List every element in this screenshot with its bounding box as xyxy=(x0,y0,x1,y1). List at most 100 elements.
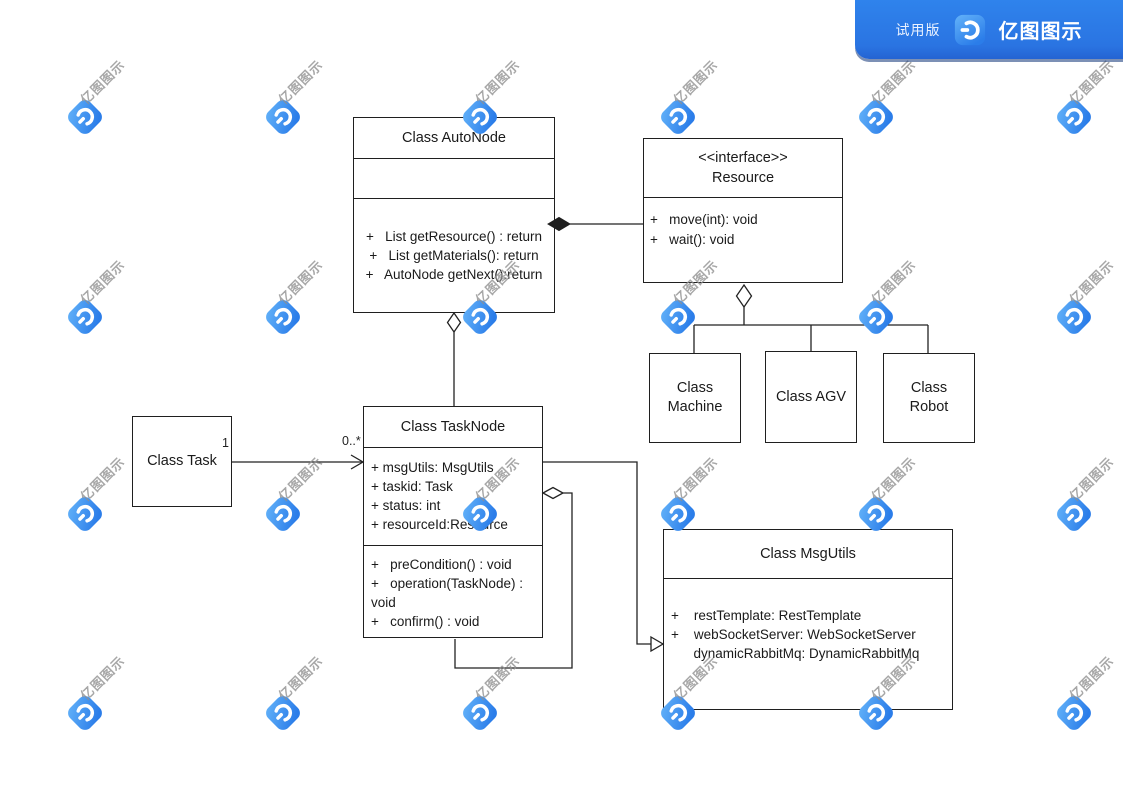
watermark: 亿图图示 xyxy=(462,653,523,731)
aggregation-diamond-icon xyxy=(446,311,462,334)
watermark: 亿图图示 xyxy=(660,454,721,532)
attribute-line: + taskid: Task xyxy=(371,479,453,494)
method-line: + wait(): void xyxy=(650,231,735,247)
attributes-section: + restTemplate: RestTemplate + webSocket… xyxy=(664,578,952,709)
watermark-text: 亿图图示 xyxy=(868,454,919,505)
class-box-task[interactable]: Class Task xyxy=(132,416,232,507)
watermark-text: 亿图图示 xyxy=(1066,653,1117,704)
edraw-logo-icon xyxy=(1057,497,1091,531)
watermark-text: 亿图图示 xyxy=(1066,257,1117,308)
watermark: 亿图图示 xyxy=(265,57,326,135)
class-box-msgutils[interactable]: Class MsgUtils + restTemplate: RestTempl… xyxy=(663,529,953,710)
watermark-text: 亿图图示 xyxy=(77,57,128,108)
interface-name: Resource xyxy=(711,170,775,186)
method-line: + List getMaterials(): return xyxy=(369,248,539,263)
class-box-resource[interactable]: <<interface>> Resource + move(int): void… xyxy=(643,138,843,283)
edraw-logo-icon xyxy=(1057,696,1091,730)
watermark: 亿图图示 xyxy=(660,257,721,335)
edraw-logo-icon xyxy=(661,300,695,334)
class-title: Class Machine xyxy=(667,380,723,415)
class-box-agv[interactable]: Class AGV xyxy=(765,351,857,443)
method-line: + operation(TaskNode) : xyxy=(371,576,523,591)
class-title: Class Task xyxy=(147,453,217,469)
watermark-text: 亿图图示 xyxy=(275,454,326,505)
watermark-text: 亿图图示 xyxy=(868,57,919,108)
class-title: Class MsgUtils xyxy=(760,546,856,562)
edge-resource-implementations xyxy=(693,307,929,353)
watermark: 亿图图示 xyxy=(67,653,128,731)
edge-tasknode-msgutils xyxy=(543,461,651,645)
aggregation-diamond-icon xyxy=(541,486,565,500)
watermark-text: 亿图图示 xyxy=(670,454,721,505)
watermark: 亿图图示 xyxy=(67,57,128,135)
method-line: + preCondition() : void xyxy=(371,557,512,572)
edraw-logo-icon xyxy=(68,300,102,334)
watermark-text: 亿图图示 xyxy=(275,57,326,108)
method-line: + confirm() : void xyxy=(371,614,480,629)
attribute-line: dynamicRabbitMq: DynamicRabbitMq xyxy=(671,646,920,661)
attribute-line: + restTemplate: RestTemplate xyxy=(671,608,862,623)
trial-badge[interactable]: 试用版 亿图图示 xyxy=(855,0,1123,59)
edraw-logo-icon xyxy=(68,696,102,730)
watermark-text: 亿图图示 xyxy=(1066,57,1117,108)
multiplicity-label-tasknode: 0..* xyxy=(342,434,361,448)
methods-section: + preCondition() : void + operation(Task… xyxy=(364,545,542,637)
watermark: 亿图图示 xyxy=(858,257,919,335)
watermark-text: 亿图图示 xyxy=(472,57,523,108)
watermark-text: 亿图图示 xyxy=(1066,454,1117,505)
trial-version-label: 试用版 xyxy=(895,21,941,38)
class-title: Class AutoNode xyxy=(402,130,506,146)
multiplicity-label-task: 1 xyxy=(222,436,229,450)
class-title: Class TaskNode xyxy=(400,419,506,435)
method-line: + AutoNode getNext():return xyxy=(365,267,543,282)
class-title: Class Robot xyxy=(909,380,949,415)
watermark: 亿图图示 xyxy=(1056,454,1117,532)
class-box-tasknode[interactable]: Class TaskNode + msgUtils: MsgUtils + ta… xyxy=(363,406,543,638)
class-title: <<interface>> Resource xyxy=(644,139,842,197)
method-line: + List getResource() : return xyxy=(366,229,542,244)
class-box-autonode[interactable]: Class AutoNode + List getResource() : re… xyxy=(353,117,555,313)
methods-section: + List getResource() : return + List get… xyxy=(354,198,554,312)
edraw-logo-icon xyxy=(859,100,893,134)
watermark: 亿图图示 xyxy=(265,454,326,532)
edraw-logo-icon xyxy=(266,696,300,730)
method-line: + move(int): void xyxy=(650,212,758,227)
attribute-line: + resourceId:Resource xyxy=(371,517,508,532)
attribute-line: + webSocketServer: WebSocketServer xyxy=(671,627,916,642)
edraw-logo-icon xyxy=(266,100,300,134)
triangle-arrow-icon xyxy=(650,635,665,653)
watermark: 亿图图示 xyxy=(858,454,919,532)
watermark: 亿图图示 xyxy=(858,57,919,135)
stereotype-label: <<interface>> xyxy=(698,150,788,166)
attributes-section xyxy=(354,158,554,198)
edraw-logo-icon xyxy=(266,497,300,531)
edraw-logo-icon xyxy=(661,100,695,134)
attribute-line: + status: int xyxy=(371,498,441,513)
edraw-logo-icon xyxy=(68,100,102,134)
edraw-logo-icon xyxy=(266,300,300,334)
class-title: Class AGV xyxy=(775,388,847,405)
method-line: void xyxy=(371,595,396,610)
open-arrow-icon xyxy=(350,454,365,470)
class-box-robot[interactable]: Class Robot xyxy=(883,353,975,443)
attributes-section: + msgUtils: MsgUtils + taskid: Task + st… xyxy=(364,447,542,545)
edraw-logo-icon xyxy=(859,300,893,334)
watermark-text: 亿图图示 xyxy=(77,454,128,505)
watermark-text: 亿图图示 xyxy=(670,57,721,108)
watermark: 亿图图示 xyxy=(1056,57,1117,135)
edraw-logo-icon xyxy=(68,497,102,531)
methods-section: + move(int): void + wait(): void xyxy=(644,197,842,282)
watermark: 亿图图示 xyxy=(67,454,128,532)
class-box-machine[interactable]: Class Machine xyxy=(649,353,741,443)
edraw-logo-icon xyxy=(954,14,985,45)
attribute-line: + msgUtils: MsgUtils xyxy=(371,460,494,475)
watermark-text: 亿图图示 xyxy=(275,653,326,704)
edraw-logo-icon xyxy=(1057,100,1091,134)
watermark-text: 亿图图示 xyxy=(868,257,919,308)
brand-name: 亿图图示 xyxy=(998,21,1083,43)
watermark: 亿图图示 xyxy=(660,57,721,135)
watermark: 亿图图示 xyxy=(1056,257,1117,335)
watermark: 亿图图示 xyxy=(265,653,326,731)
watermark-text: 亿图图示 xyxy=(472,653,523,704)
